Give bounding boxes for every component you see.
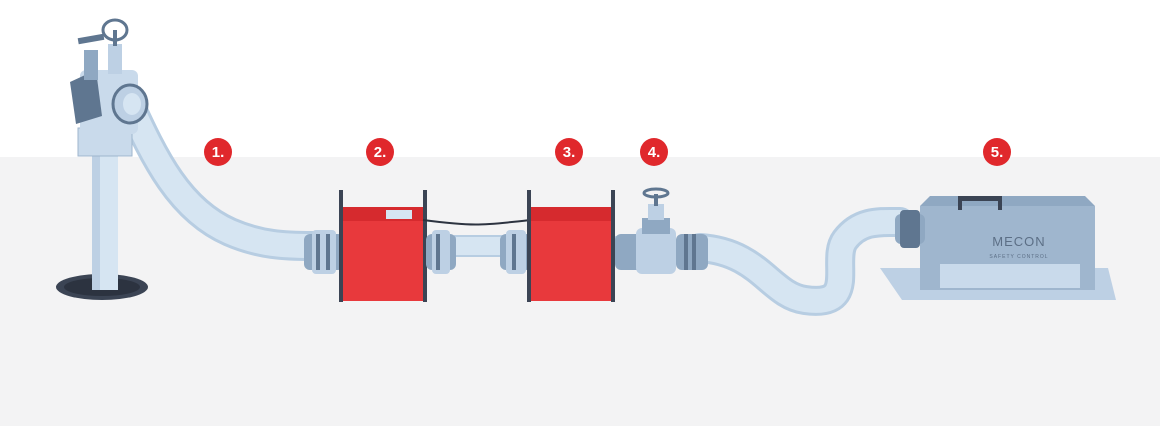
step-badge-4: 4. xyxy=(640,138,668,166)
step-badge-2: 2. xyxy=(366,138,394,166)
signal-cable xyxy=(422,219,531,226)
mecon-unit-icon xyxy=(880,196,1116,300)
step-label-4: 4. xyxy=(648,144,661,161)
unit-brand: MECON xyxy=(992,234,1045,249)
step-label-1: 1. xyxy=(212,144,225,161)
hose-2 xyxy=(685,206,915,316)
step-badge-3: 3. xyxy=(555,138,583,166)
step-label-5: 5. xyxy=(991,144,1004,161)
hose-1 xyxy=(113,85,327,261)
step-badge-5: 5. xyxy=(983,138,1011,166)
unit-tagline: SAFETY CONTROL xyxy=(989,254,1048,260)
red-box-icon xyxy=(527,190,615,302)
hydrant-icon xyxy=(70,18,149,290)
coupling-c xyxy=(500,230,532,274)
step-label-3: 3. xyxy=(563,144,576,161)
step-badge-1: 1. xyxy=(204,138,232,166)
gate-valve-icon xyxy=(615,187,708,274)
step-label-2: 2. xyxy=(374,144,387,161)
coupling-a xyxy=(304,230,344,274)
red-box-icon xyxy=(339,190,427,302)
coupling-b xyxy=(426,230,456,274)
